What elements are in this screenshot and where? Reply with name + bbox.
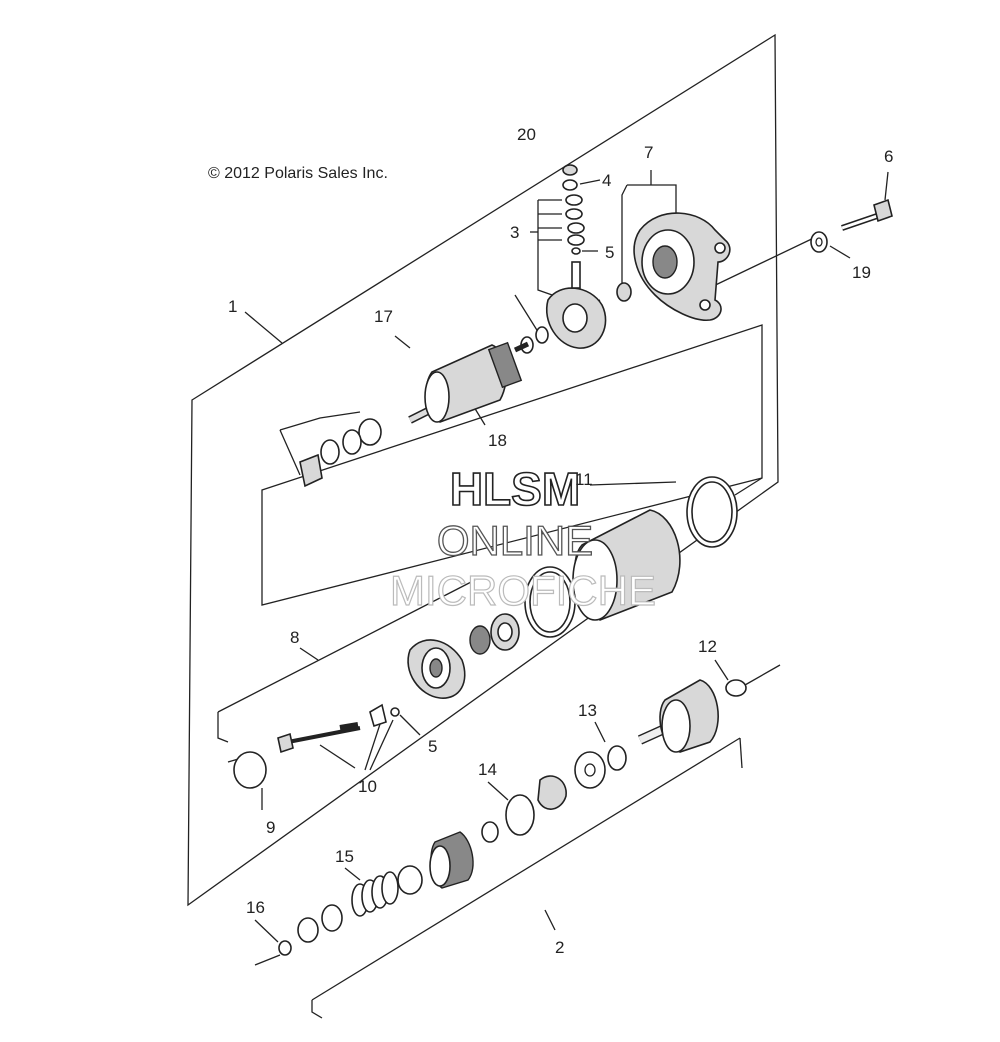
o-ring-5-lower (390, 707, 400, 717)
stator-housing (572, 476, 738, 621)
callout-15: 15 (335, 847, 354, 866)
callout-5-lower: 5 (428, 737, 437, 756)
sleeve (397, 865, 423, 895)
callout-5-upper: 5 (605, 243, 614, 262)
callout-12: 12 (698, 637, 717, 656)
armature-washers (299, 418, 382, 488)
brush-plate (545, 261, 607, 349)
lock-washer-10 (369, 703, 387, 728)
retainer-clip (607, 745, 627, 771)
end-housing (633, 212, 731, 321)
snap-ring-16 (278, 940, 292, 956)
starter-bolt (841, 198, 893, 231)
bushing (616, 282, 632, 302)
spring (351, 871, 399, 917)
retaining-ring (505, 794, 535, 836)
armature (408, 341, 530, 424)
small-washer (481, 821, 499, 843)
stopper (537, 775, 567, 810)
callout-14: 14 (478, 760, 497, 779)
callout-7: 7 (644, 143, 653, 162)
washer-19 (810, 231, 828, 253)
callout-6: 6 (884, 147, 893, 166)
bearing (469, 613, 520, 655)
planetary-gear (637, 679, 747, 753)
callout-10: 10 (358, 777, 377, 796)
callout-13: 13 (578, 701, 597, 720)
washer-large (574, 751, 606, 789)
callout-4: 4 (602, 171, 611, 190)
callout-9: 9 (266, 818, 275, 837)
washer-19-hole (815, 237, 823, 247)
callout-17: 17 (374, 307, 393, 326)
callout-8: 8 (290, 628, 299, 647)
copyright-text: © 2012 Polaris Sales Inc. (208, 165, 388, 182)
svg-text:ONLINE: ONLINE (437, 517, 593, 564)
callout-16: 16 (246, 898, 265, 917)
callout-18: 18 (488, 431, 507, 450)
svg-text:MICROFICHE: MICROFICHE (390, 567, 656, 614)
through-bolt (277, 722, 361, 754)
callout-11: 11 (575, 470, 593, 489)
callout-1: 1 (228, 297, 237, 316)
terminal-washers (562, 164, 585, 255)
callout-3: 3 (510, 223, 519, 242)
callout-2: 2 (555, 938, 564, 957)
assembly-frame-outer (187, 33, 779, 907)
callout-20: 20 (517, 125, 536, 144)
svg-text:HLSM: HLSM (450, 463, 580, 515)
shim-b (535, 326, 549, 344)
washer-large-hole (584, 763, 596, 777)
o-ring-front-inner (529, 571, 571, 633)
spring-washer (321, 904, 343, 932)
cup-washer (297, 917, 319, 943)
pinion-clutch (429, 831, 474, 889)
plug (233, 751, 267, 789)
drive-end-housing (407, 639, 466, 699)
callout-19: 19 (852, 263, 871, 282)
watermark: HLSM ONLINE MICROFICHE (389, 462, 656, 614)
